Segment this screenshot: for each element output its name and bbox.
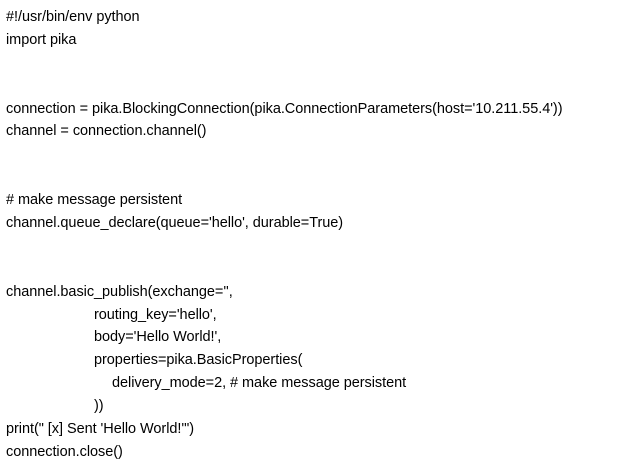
code-line: channel.basic_publish(exchange='', <box>6 283 233 300</box>
code-line-blank <box>6 235 628 258</box>
code-line: connection.close() <box>6 443 123 460</box>
code-line: channel = connection.channel() <box>6 123 207 140</box>
code-line: channel.queue_declare(queue='hello', dur… <box>6 215 344 232</box>
code-line-blank <box>6 52 628 75</box>
code-line-blank <box>6 143 628 166</box>
code-line: #!/usr/bin/env python <box>6 9 140 25</box>
code-line: body='Hello World!', <box>94 329 222 346</box>
code-line-blank <box>6 166 628 189</box>
code-listing: #!/usr/bin/env python import pika connec… <box>6 9 628 460</box>
code-line-blank <box>6 75 628 98</box>
code-line: print(" [x] Sent 'Hello World!'") <box>6 421 194 438</box>
code-line: )) <box>94 398 104 415</box>
code-line-blank <box>6 258 628 281</box>
code-line: import pika <box>6 31 77 48</box>
code-line: delivery_mode=2, # make message persiste… <box>112 375 407 392</box>
code-line: connection = pika.BlockingConnection(pik… <box>6 100 563 117</box>
code-line: routing_key='hello', <box>94 306 217 323</box>
code-line-comment: # make message persistent <box>6 192 183 209</box>
code-line: properties=pika.BasicProperties( <box>94 352 303 369</box>
